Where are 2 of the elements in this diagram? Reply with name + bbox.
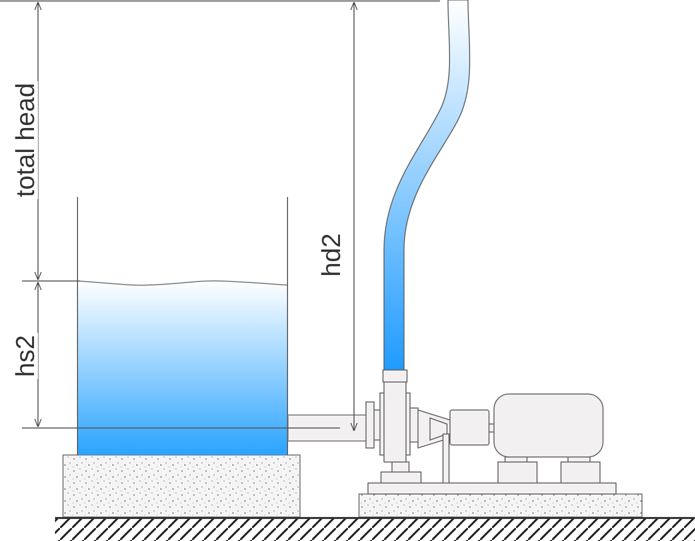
dimension-label: hs2 xyxy=(12,333,38,379)
dimension-label: total head xyxy=(12,80,38,200)
